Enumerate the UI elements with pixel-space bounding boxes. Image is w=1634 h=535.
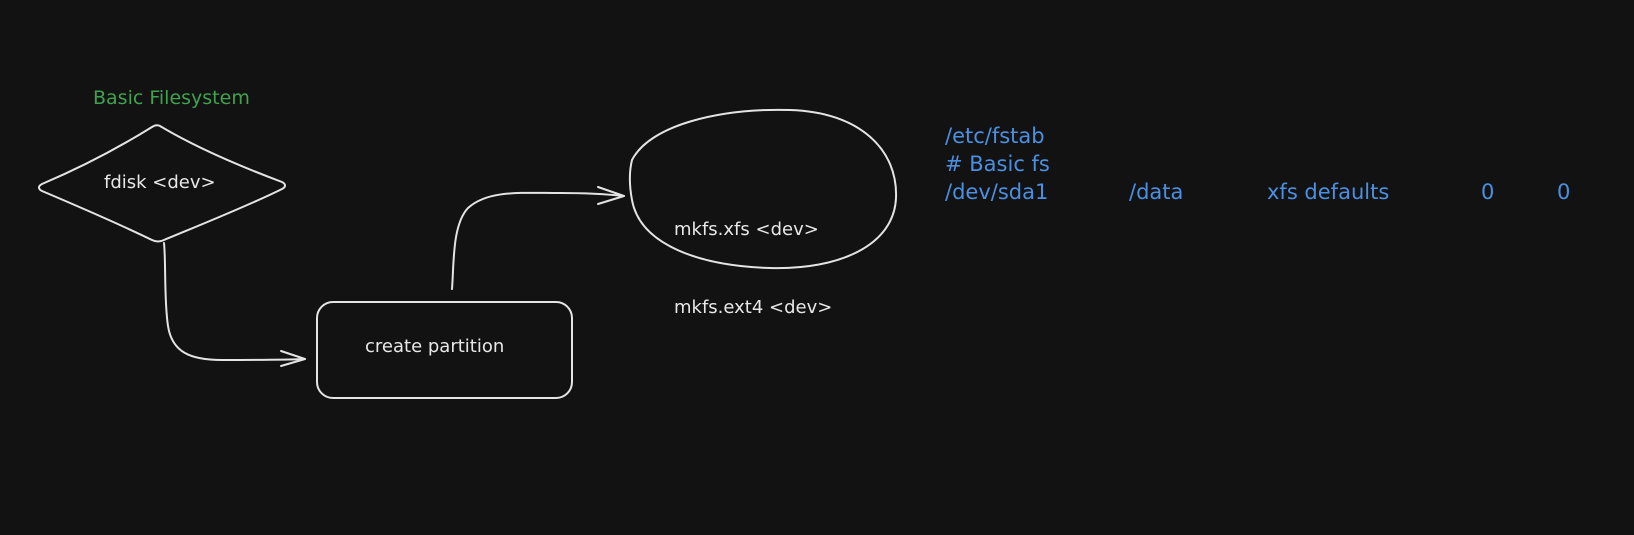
connector-fdisk-to-partition[interactable] bbox=[163, 242, 306, 362]
connector-partition-to-mkfs[interactable] bbox=[451, 191, 625, 290]
fstab-entry: /dev/sda1 /data xfs defaults 0 0 bbox=[945, 178, 1570, 206]
create-partition-box-shape[interactable] bbox=[316, 301, 573, 399]
fstab-pass: 0 bbox=[1557, 180, 1571, 204]
mkfs-node-label: mkfs.xfs <dev> mkfs.ext4 <dev> bbox=[674, 165, 832, 373]
diagram-title: Basic Filesystem bbox=[93, 87, 250, 109]
fdisk-diamond-shape[interactable] bbox=[38, 124, 286, 243]
fstab-dump: 0 bbox=[1481, 180, 1495, 204]
fstab-mount-point: /data bbox=[1129, 180, 1184, 204]
mkfs-xfs-line: mkfs.xfs <dev> bbox=[674, 219, 819, 240]
fdisk-node-label: fdisk <dev> bbox=[104, 172, 216, 193]
mkfs-ellipse-shape[interactable] bbox=[628, 108, 898, 270]
arrowhead-mkfs bbox=[597, 186, 625, 205]
fstab-comment: # Basic fs bbox=[945, 152, 1050, 176]
create-partition-node-label: create partition bbox=[365, 336, 505, 357]
fstab-path: /etc/fstab bbox=[945, 124, 1045, 148]
fstab-device: /dev/sda1 bbox=[945, 180, 1049, 204]
fstab-note: /etc/fstab # Basic fs /dev/sda1 /data xf… bbox=[945, 122, 1570, 206]
mkfs-ext4-line: mkfs.ext4 <dev> bbox=[674, 297, 833, 318]
arrowhead-partition bbox=[280, 350, 306, 367]
fstab-fs-type-options: xfs defaults bbox=[1267, 180, 1390, 204]
